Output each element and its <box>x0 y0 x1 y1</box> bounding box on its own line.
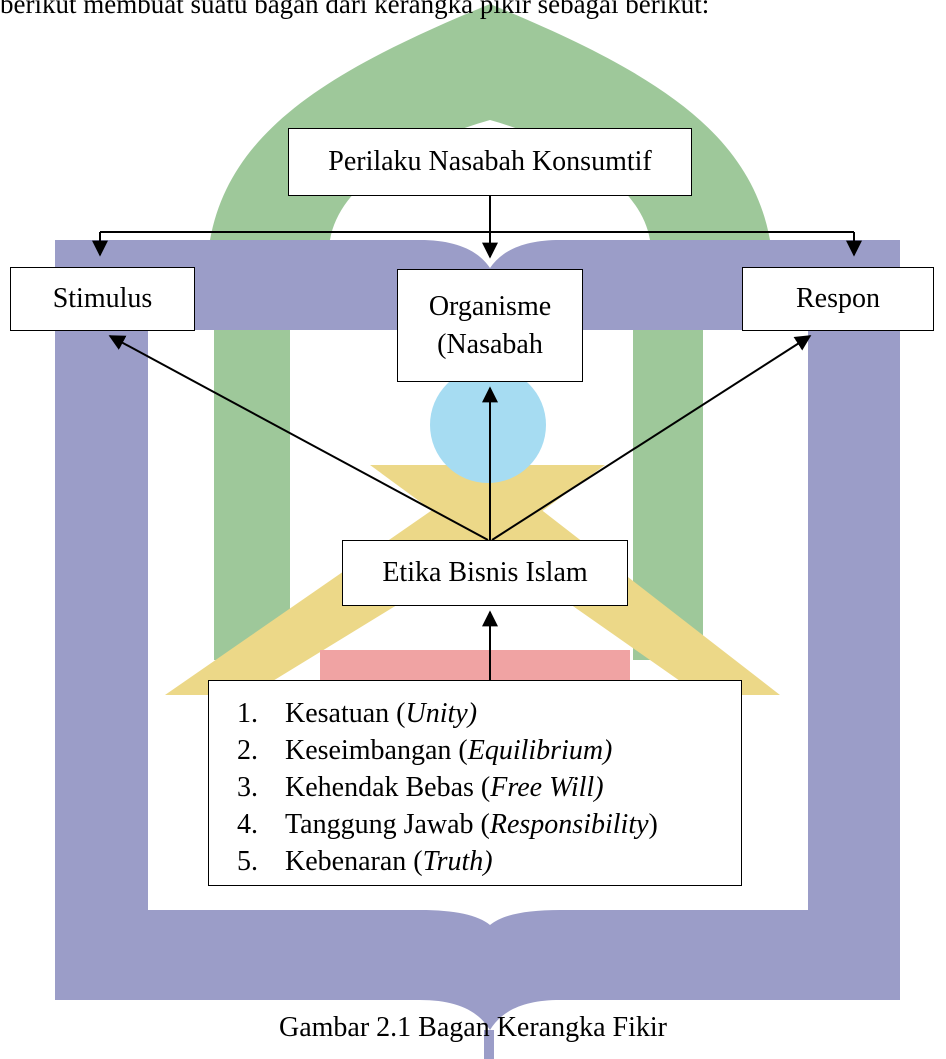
box-organisme: Organisme (Nasabah <box>397 269 583 382</box>
box-perilaku-nasabah: Perilaku Nasabah Konsumtif <box>288 128 692 196</box>
principle-label: Kebenaran ( <box>285 846 423 877</box>
connectors <box>92 196 862 680</box>
principle-item: 1. Kesatuan (Unity) <box>237 695 741 732</box>
box-respon-label: Respon <box>796 283 880 314</box>
box-organisme-line2: (Nasabah <box>437 328 543 360</box>
watermark-book <box>165 470 780 695</box>
box-etika-bisnis-islam: Etika Bisnis Islam <box>342 540 628 606</box>
box-principles: 1. Kesatuan (Unity) 2. Keseimbangan (Equ… <box>208 680 742 886</box>
watermark-stem <box>484 1030 494 1059</box>
principle-term: Unity) <box>405 698 478 729</box>
principle-item: 4. Tanggung Jawab (Responsibility) <box>237 806 741 843</box>
principle-term: Truth) <box>422 846 493 877</box>
principle-tail: ) <box>648 809 658 840</box>
principle-term: Free Will) <box>490 772 604 803</box>
arrow-hub-to-stimulus <box>108 335 489 541</box>
figure-caption: Gambar 2.1 Bagan Kerangka Fikir <box>279 1012 667 1043</box>
intro-text: berikut membuat suatu bagan dari kerangk… <box>0 0 710 19</box>
principle-number: 2. <box>237 735 258 766</box>
watermark-globe <box>430 367 546 483</box>
box-etika-label: Etika Bisnis Islam <box>382 557 588 588</box>
principle-label: Kehendak Bebas ( <box>285 772 491 803</box>
principle-number: 5. <box>237 846 258 877</box>
arrow-hub-to-respon <box>491 335 812 541</box>
principle-item: 5. Kebenaran (Truth) <box>237 843 741 880</box>
principle-number: 1. <box>237 698 258 729</box>
principle-number: 3. <box>237 772 258 803</box>
watermark-pillar-left <box>214 300 290 660</box>
box-stimulus-label: Stimulus <box>52 283 153 314</box>
principle-item: 3. Kehendak Bebas (Free Will) <box>237 769 741 806</box>
principle-label: Keseimbangan ( <box>285 735 468 766</box>
principle-item: 2. Keseimbangan (Equilibrium) <box>237 732 741 769</box>
box-perilaku-nasabah-label: Perilaku Nasabah Konsumtif <box>328 146 652 177</box>
principles-list: 1. Kesatuan (Unity) 2. Keseimbangan (Equ… <box>237 695 741 880</box>
principle-number: 4. <box>237 809 258 840</box>
principle-label: Kesatuan ( <box>285 698 406 729</box>
principle-label: Tanggung Jawab ( <box>285 809 490 840</box>
box-stimulus: Stimulus <box>10 267 195 331</box>
principle-term: Responsibility <box>489 809 649 840</box>
principle-term: Equilibrium) <box>467 735 613 766</box>
box-respon: Respon <box>742 267 934 331</box>
box-organisme-line1: Organisme <box>428 290 552 322</box>
